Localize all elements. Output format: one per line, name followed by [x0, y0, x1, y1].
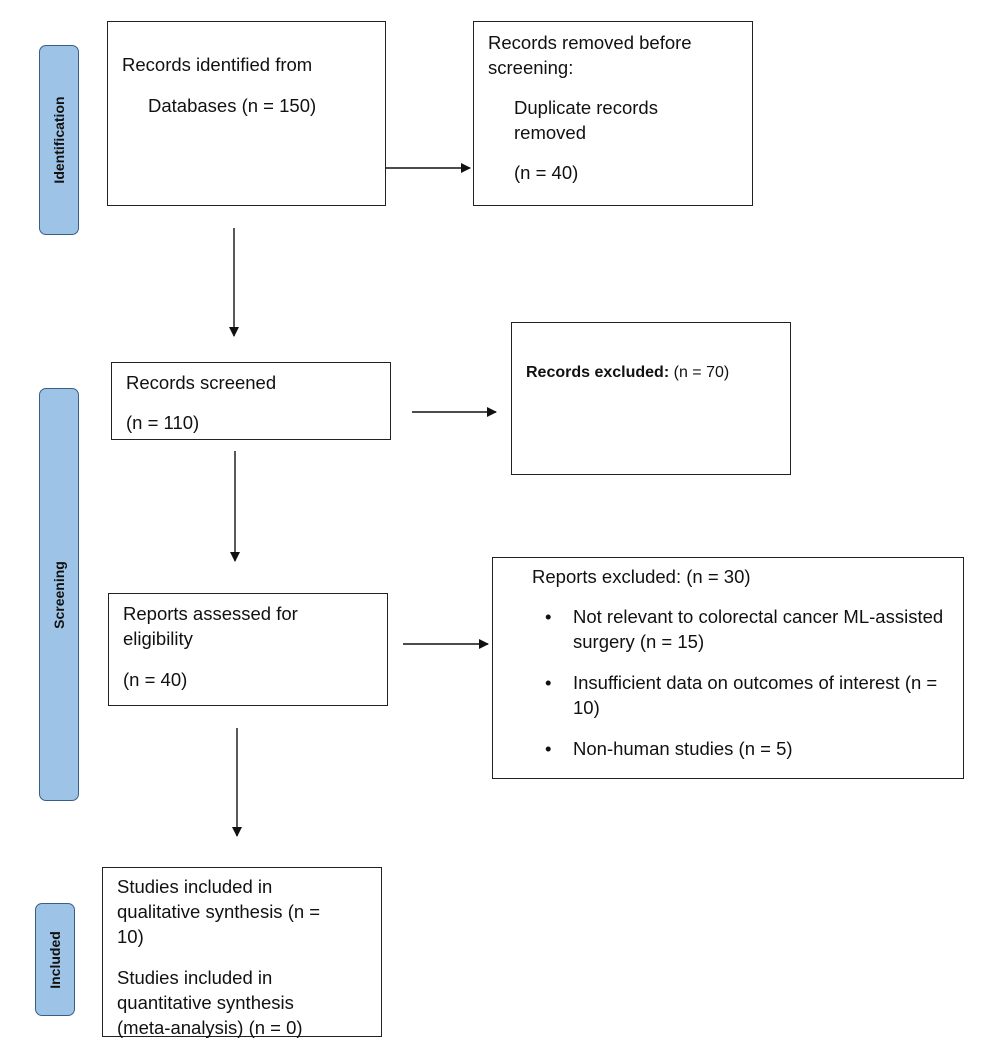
records-screened-label: Records screened — [126, 372, 277, 393]
records-screened-count: (n = 110) — [126, 412, 200, 433]
records-identified-line1: Records identified from — [122, 54, 313, 75]
reports-excluded-reason: Not relevant to colorectal cancer ML-ass… — [533, 604, 948, 654]
reports-excluded-reasons: Not relevant to colorectal cancer ML-ass… — [533, 604, 948, 777]
reports-excluded-box: Reports excluded: (n = 30) Not relevant … — [492, 557, 964, 779]
reports-excluded-reason: Insufficient data on outcomes of interes… — [533, 670, 948, 720]
records-removed-count: (n = 40) — [514, 162, 579, 183]
records-excluded-count: (n = 70) — [673, 364, 730, 381]
records-removed-detail: Duplicate records removed — [514, 97, 658, 143]
records-excluded-text: Records excluded: (n = 70) — [526, 360, 729, 385]
records-screened-box: Records screened (n = 110) — [111, 362, 391, 440]
records-excluded-label: Records excluded: — [526, 364, 670, 381]
reports-excluded-heading: Reports excluded: (n = 30) — [532, 566, 751, 587]
records-identified-box: Records identified from Databases (n = 1… — [107, 21, 386, 206]
records-excluded-box: Records excluded: (n = 70) — [511, 322, 791, 475]
phase-identification-pill: Identification — [39, 45, 79, 235]
phase-screening-pill: Screening — [39, 388, 79, 801]
reports-excluded-reason: Non-human studies (n = 5) — [533, 736, 948, 761]
reports-assessed-label: Reports assessed for eligibility — [123, 603, 298, 649]
reports-assessed-count: (n = 40) — [123, 669, 188, 690]
studies-included-qualitative: Studies included in qualitative synthesi… — [117, 876, 321, 947]
reports-assessed-box: Reports assessed for eligibility (n = 40… — [108, 593, 388, 706]
records-removed-box: Records removed before screening: Duplic… — [473, 21, 753, 206]
records-removed-heading: Records removed before screening: — [488, 32, 692, 78]
records-identified-line2: Databases (n = 150) — [148, 95, 317, 116]
phase-included-pill: Included — [35, 903, 75, 1016]
